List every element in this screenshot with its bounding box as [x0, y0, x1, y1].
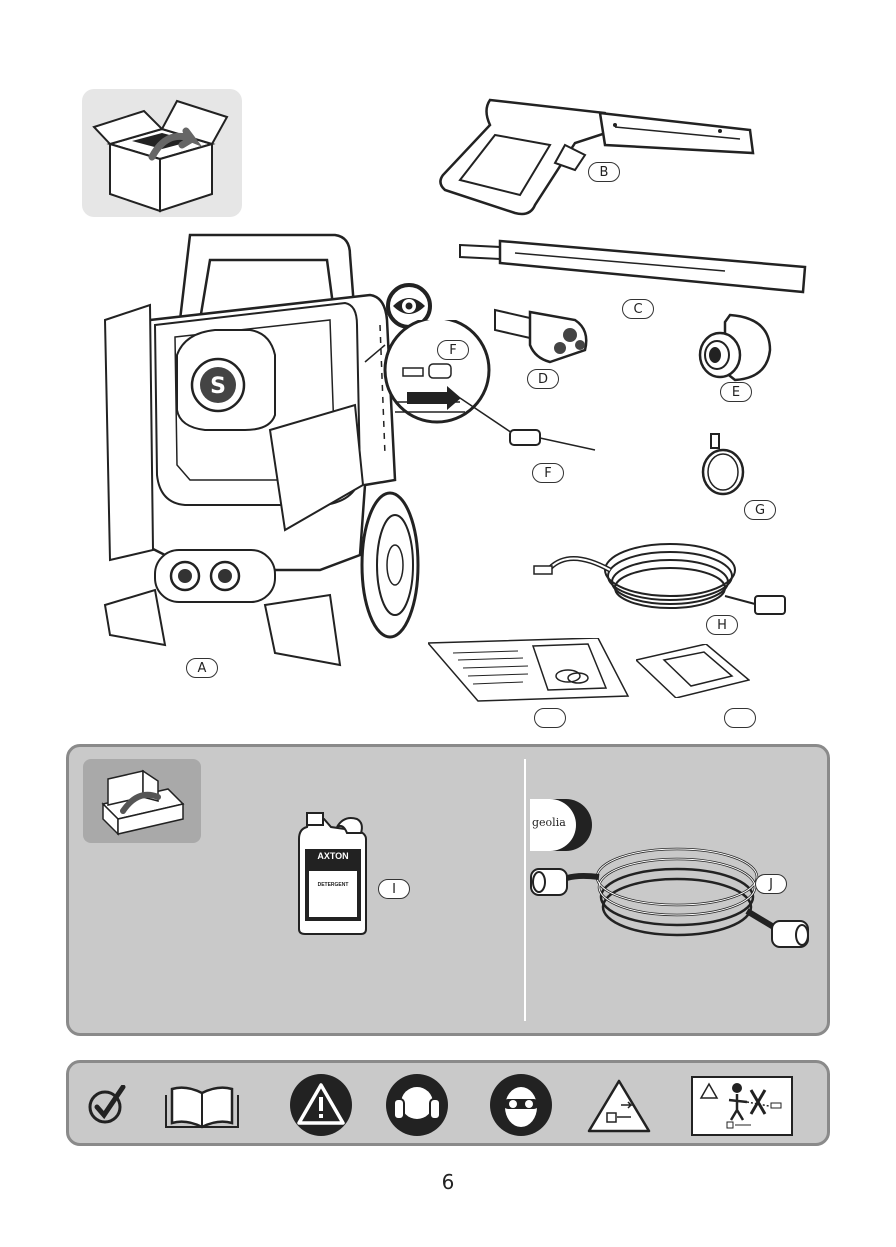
electrical-hazard-icon: [587, 1077, 651, 1133]
lance-illustration: [455, 237, 810, 297]
optional-accessories-panel: AXTON DETERGENT I geolia J: [66, 744, 830, 1036]
spray-gun-illustration: [435, 95, 760, 220]
no-spray-person-icon: [691, 1076, 793, 1136]
ear-protection-icon: [385, 1073, 449, 1137]
shop-shelf-icon: [83, 759, 201, 843]
label-blank-1: [534, 708, 566, 728]
label-blank-2: [724, 708, 756, 728]
label-e: E: [720, 382, 752, 402]
eye-protection-icon: [489, 1073, 553, 1137]
check-icon: [87, 1085, 127, 1125]
optional-purchase-icon-box: [83, 759, 201, 843]
open-box-icon: [82, 89, 242, 217]
open-book-icon: [164, 1083, 240, 1129]
svg-text:S: S: [210, 374, 226, 399]
detergent-brand-text: AXTON: [305, 851, 361, 861]
label-a: A: [186, 658, 218, 678]
multi-nozzle-illustration: [490, 300, 600, 370]
panel-divider: [524, 759, 526, 1021]
documents-bag-illustration: [428, 638, 630, 702]
geolia-logo-text: geolia: [532, 816, 566, 829]
label-f: F: [532, 463, 564, 483]
page-number: 6: [0, 1170, 896, 1194]
safety-icons-bar: [66, 1060, 830, 1146]
label-j: J: [755, 874, 787, 894]
label-d: D: [527, 369, 559, 389]
label-i: I: [378, 879, 410, 899]
label-h: H: [706, 615, 738, 635]
warning-icon: [289, 1073, 353, 1137]
label-f-detail: F: [437, 340, 469, 360]
label-g: G: [744, 500, 776, 520]
cleaning-needle-illustration: [695, 430, 755, 500]
hose-adapter-illustration: [695, 310, 775, 385]
detergent-label-text: DETERGENT: [309, 882, 357, 888]
unboxing-icon-box: [82, 89, 242, 217]
label-b: B: [588, 162, 620, 182]
detergent-bottle-illustration: [289, 809, 369, 935]
high-pressure-hose-illustration: [530, 528, 800, 628]
manual-booklet-illustration: [636, 644, 750, 698]
label-c: C: [622, 299, 654, 319]
